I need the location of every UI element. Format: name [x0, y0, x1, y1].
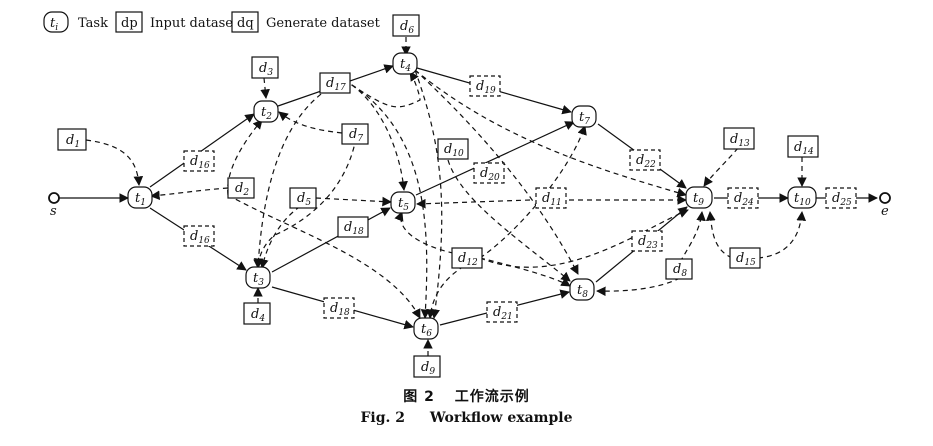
legend-task-label: Task	[78, 16, 108, 31]
svg-text:d18: d18	[330, 301, 350, 318]
input-dataset-d14: d14	[787, 135, 819, 158]
input-dataset-d9: d9	[413, 355, 441, 378]
svg-text:d4: d4	[251, 307, 265, 324]
generated-dataset-d11: d11	[535, 187, 567, 209]
svg-text:d13: d13	[730, 132, 750, 149]
dashed-edges	[85, 37, 807, 356]
legend: ti Task dp Input dataset dq Generate dat…	[43, 11, 381, 33]
task-node-t5: t5	[390, 191, 416, 214]
legend-input-label: Input dataset	[150, 16, 239, 31]
generated-dataset-d16-lower: d16	[183, 225, 215, 247]
svg-text:t5: t5	[398, 196, 409, 213]
input-dataset-d3: d3	[251, 56, 279, 79]
generated-dataset-d2: d2	[227, 177, 255, 199]
task-node-t3: t3	[245, 266, 271, 289]
generated-dataset-d20: d20	[473, 162, 505, 184]
generated-dataset-nodes: d2 d5 d7 d8 d10 d11 d12 d15	[183, 72, 857, 323]
generated-dataset-d7: d7	[341, 123, 369, 145]
svg-text:d19: d19	[476, 79, 496, 96]
input-dataset-d1: d1	[57, 128, 87, 151]
workflow-diagram: ti Task dp Input dataset dq Generate dat…	[43, 11, 891, 378]
generated-dataset-d5: d5	[289, 187, 317, 209]
svg-text:t1: t1	[135, 191, 146, 208]
task-node-t2: t2	[253, 100, 279, 123]
svg-text:d21: d21	[493, 305, 513, 322]
svg-text:d10: d10	[444, 142, 464, 159]
figure-number-english: Fig. 2	[360, 410, 406, 426]
task-node-t10: t10	[787, 186, 817, 209]
svg-text:dq: dq	[237, 16, 254, 31]
svg-text:d9: d9	[421, 360, 435, 377]
generated-dataset-d8: d8	[665, 258, 693, 280]
end-node	[879, 192, 891, 204]
generated-dataset-d17: d17	[319, 72, 351, 94]
task-node-t4: t4	[392, 52, 418, 75]
figure-title-english: Workflow example	[429, 410, 573, 426]
generated-dataset-d24: d24	[727, 187, 759, 209]
generated-dataset-d23: d23	[631, 230, 663, 252]
svg-text:d8: d8	[673, 262, 687, 279]
task-node-t9: t9	[685, 186, 713, 209]
figure-number-chinese: 图 2	[403, 389, 435, 405]
generated-dataset-d25: d25	[825, 187, 857, 209]
svg-text:d11: d11	[542, 191, 562, 208]
svg-text:t6: t6	[421, 322, 432, 339]
svg-text:d17: d17	[326, 76, 346, 93]
figure-caption-chinese: 图 2 工作流示例	[0, 386, 933, 406]
svg-text:d5: d5	[297, 191, 311, 208]
generated-dataset-d12: d12	[451, 247, 483, 269]
svg-text:d23: d23	[638, 234, 658, 251]
generated-dataset-d21: d21	[486, 301, 518, 323]
svg-text:ti: ti	[50, 16, 58, 33]
start-label: s	[50, 204, 57, 219]
legend-generate-symbol	[231, 11, 259, 33]
generated-dataset-d22: d22	[629, 149, 661, 171]
input-dataset-d13: d13	[723, 127, 755, 150]
svg-text:d18: d18	[344, 220, 364, 237]
svg-text:d24: d24	[734, 191, 754, 208]
svg-text:d22: d22	[636, 153, 656, 170]
svg-text:t2: t2	[261, 105, 272, 122]
svg-text:t9: t9	[693, 191, 704, 208]
task-nodes: t1 t2 t3 t4 t5 t6 t7 t8	[127, 52, 817, 340]
task-node-t1: t1	[127, 186, 153, 209]
svg-text:t10: t10	[794, 191, 811, 208]
legend-input-symbol	[115, 11, 143, 33]
generated-dataset-d18-lower: d18	[323, 297, 355, 319]
input-dataset-d6: d6	[392, 14, 420, 37]
svg-text:d2: d2	[235, 181, 249, 198]
svg-text:t8: t8	[577, 283, 588, 300]
svg-text:d20: d20	[480, 166, 500, 183]
generated-dataset-d16-upper: d16	[183, 150, 215, 172]
task-node-t8: t8	[569, 278, 595, 301]
task-node-t6: t6	[413, 317, 439, 340]
start-node	[48, 192, 60, 204]
svg-text:dp: dp	[121, 16, 138, 31]
svg-text:d16: d16	[190, 229, 210, 246]
svg-text:t3: t3	[253, 271, 264, 288]
svg-text:d25: d25	[832, 191, 852, 208]
legend-task-symbol	[43, 11, 69, 33]
figure-caption-english: Fig. 2 Workflow example	[0, 410, 933, 426]
generated-dataset-d18-upper: d18	[337, 216, 369, 238]
figure-title-chinese: 工作流示例	[454, 389, 530, 405]
svg-text:d3: d3	[259, 61, 273, 78]
input-dataset-nodes: d1 d3 d4 d6 d9 d13 d14	[57, 14, 819, 378]
generated-dataset-d10: d10	[437, 138, 469, 160]
svg-text:t4: t4	[400, 57, 411, 74]
generated-dataset-d15: d15	[729, 247, 761, 269]
input-dataset-d4: d4	[243, 302, 271, 325]
svg-text:d15: d15	[736, 251, 756, 268]
svg-text:d1: d1	[66, 133, 80, 150]
svg-text:d14: d14	[794, 140, 814, 157]
svg-text:d6: d6	[400, 19, 414, 36]
generated-dataset-d19: d19	[469, 75, 501, 97]
legend-generate-label: Generate dataset	[266, 16, 381, 31]
end-label: e	[881, 204, 889, 219]
svg-text:t7: t7	[579, 110, 590, 127]
svg-text:d12: d12	[458, 251, 478, 268]
svg-text:d16: d16	[190, 154, 210, 171]
task-node-t7: t7	[571, 105, 597, 128]
svg-text:d7: d7	[349, 127, 363, 144]
